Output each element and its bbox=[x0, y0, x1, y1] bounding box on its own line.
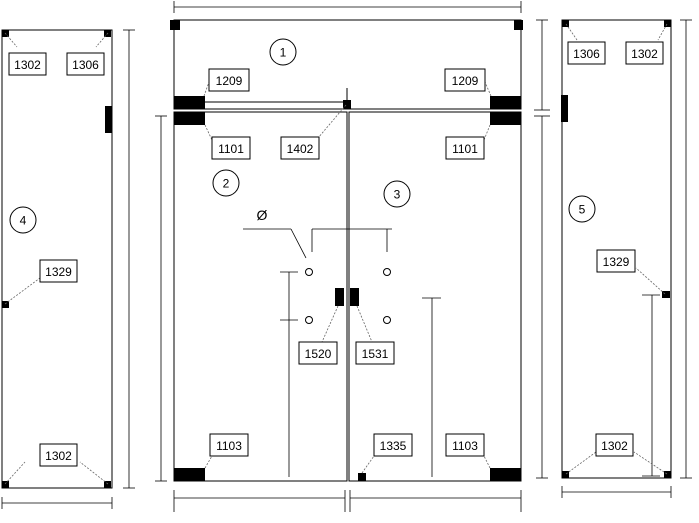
part-label-1209: 1209 bbox=[452, 74, 479, 88]
part-label-1306: 1306 bbox=[573, 47, 600, 61]
leader-line bbox=[633, 451, 668, 475]
hinge-fitting bbox=[105, 106, 112, 133]
top-patch-fitting bbox=[490, 112, 521, 125]
bottom-patch-fitting bbox=[174, 468, 205, 481]
transom-clamp bbox=[490, 96, 521, 109]
panel-number-1: 1 bbox=[280, 46, 287, 60]
part-label-1302: 1302 bbox=[631, 47, 658, 61]
leader-line bbox=[565, 451, 597, 475]
part-label-1335: 1335 bbox=[380, 439, 407, 453]
floor-stop bbox=[358, 473, 366, 481]
part-label-1209: 1209 bbox=[216, 74, 243, 88]
part-label-1520: 1520 bbox=[305, 347, 332, 361]
part-label-1329: 1329 bbox=[45, 265, 72, 279]
leader-line bbox=[4, 32, 18, 48]
diameter-leader bbox=[290, 228, 307, 259]
part-label-1101: 1101 bbox=[218, 142, 244, 156]
pivot-fitting bbox=[343, 100, 351, 109]
leader-line bbox=[356, 305, 373, 343]
part-label-1302: 1302 bbox=[14, 58, 41, 72]
corner-fitting bbox=[2, 481, 9, 488]
panel-5: 1306 1302 1329 1302 5 bbox=[534, 19, 692, 498]
panel-2-outline bbox=[173, 111, 348, 482]
panel-5-outline bbox=[561, 19, 672, 479]
part-label-1302: 1302 bbox=[601, 439, 628, 453]
part-label-1329: 1329 bbox=[603, 255, 630, 269]
leader-line bbox=[483, 455, 491, 469]
panel-number-circle bbox=[212, 169, 240, 197]
corner-fitting bbox=[170, 20, 180, 30]
top-patch-fitting bbox=[174, 112, 205, 125]
handle-hole bbox=[305, 268, 313, 276]
leader-line bbox=[657, 23, 668, 41]
leader-line bbox=[635, 267, 666, 295]
panel-number-circle bbox=[269, 38, 297, 66]
leader-line bbox=[203, 81, 210, 97]
center-assembly: 1 Ø bbox=[155, 1, 523, 512]
handle-hole bbox=[383, 316, 391, 324]
leader-line bbox=[484, 81, 492, 97]
corner-fitting bbox=[562, 20, 569, 27]
part-label-1103: 1103 bbox=[216, 439, 242, 453]
diameter-symbol: Ø bbox=[257, 207, 268, 223]
lock-fitting-left bbox=[335, 288, 344, 306]
panel-4-outline bbox=[1, 29, 113, 489]
corner-fitting bbox=[104, 481, 111, 488]
leader-line bbox=[204, 124, 213, 141]
leader-line bbox=[317, 104, 347, 139]
part-label-1103: 1103 bbox=[452, 439, 478, 453]
panel-number-circle bbox=[383, 180, 411, 208]
part-label-1306: 1306 bbox=[72, 58, 99, 72]
leader-line bbox=[95, 32, 109, 48]
bottom-patch-fitting bbox=[490, 468, 521, 481]
corner-fitting bbox=[562, 471, 569, 478]
leader-line bbox=[483, 124, 491, 141]
lock-fitting bbox=[662, 291, 670, 298]
panel-3-outline bbox=[348, 111, 522, 482]
panel-number-circle bbox=[9, 206, 37, 234]
panel-number-3: 3 bbox=[394, 188, 401, 202]
corner-fitting bbox=[664, 471, 671, 478]
handle-hole bbox=[383, 268, 391, 276]
leader-line bbox=[204, 455, 213, 469]
part-label-1531: 1531 bbox=[362, 347, 389, 361]
panel-number-circle bbox=[568, 195, 596, 223]
handle-hole bbox=[305, 316, 313, 324]
leader-line bbox=[4, 277, 41, 305]
corner-fitting bbox=[664, 20, 671, 27]
leader-line bbox=[4, 461, 26, 485]
leader-line bbox=[321, 305, 339, 343]
hinge-fitting bbox=[561, 95, 568, 122]
transom-clamp bbox=[174, 96, 205, 109]
leader-line bbox=[361, 455, 375, 474]
part-label-1101: 1101 bbox=[452, 142, 478, 156]
lock-fitting bbox=[2, 301, 9, 308]
panel-number-4: 4 bbox=[20, 214, 27, 228]
panel-number-2: 2 bbox=[223, 177, 230, 191]
leader-line bbox=[79, 461, 109, 485]
corner-fitting bbox=[514, 20, 523, 30]
panel-number-5: 5 bbox=[579, 203, 586, 217]
part-label-1402: 1402 bbox=[287, 142, 314, 156]
lock-fitting-right bbox=[350, 288, 359, 306]
part-label-1302: 1302 bbox=[45, 449, 72, 463]
panel-4: 1302 1306 1329 1302 4 bbox=[1, 29, 135, 509]
